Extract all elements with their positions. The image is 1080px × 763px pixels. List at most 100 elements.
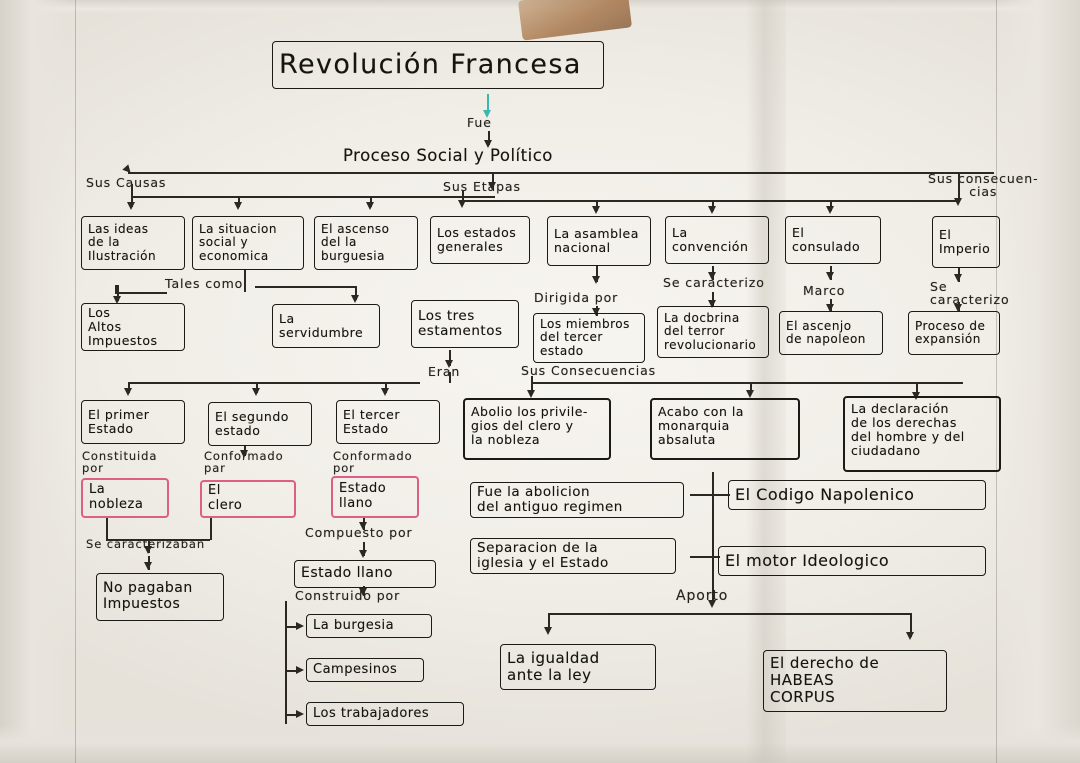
consequences-tick-3 [916,382,918,396]
estate-link-label-3: Conformado por [333,449,413,476]
notes-spine [712,472,714,604]
stages-arrow-1 [458,200,466,208]
consulate-link-label: Marco [803,283,846,298]
commoners-arrow-1 [296,622,304,630]
estates-tick-3 [385,382,387,393]
aporto-tick-left [548,613,550,631]
tales-line-right [255,286,355,288]
empire-link-arrow [954,274,962,282]
causes-arrow-2 [234,202,242,210]
commoner-member-box-3: Los trabajadores [302,698,468,730]
estate-box-1: El primer Estado [77,396,189,448]
consequences-arrow-1 [527,390,535,398]
tape-strip [517,0,633,41]
branch-label-causes: Sus Causas [86,175,167,190]
estadollano-down-arrow [359,522,367,530]
causes-tick-1 [131,196,133,207]
merge-down-arrow [144,546,152,554]
such-as-box-2: La servidumbre [268,300,384,352]
stages-tick-2 [596,200,598,211]
notes-branch-top [690,494,730,496]
consequences-tick-1 [531,382,533,394]
tales-como-label: Tales como [165,276,244,291]
estate-box-3: El tercer Estado [332,396,444,448]
consequences-arrow-2 [746,390,754,398]
aporto-arrow [708,600,716,608]
estates-down-arrow [445,360,453,368]
characterized-down-arrow [144,562,152,570]
estates-connector-label: Eran [428,364,461,379]
assembly-detail-box: Los miembros del tercer estado [529,309,649,367]
paper-edge-right [994,0,1080,763]
convention-link-line2 [712,292,714,306]
branch-label-stages: Sus Etapas [443,179,521,194]
convention-detail-box: La docbrina del terror revolucionario [653,302,773,362]
consequence-box-3: La declaración de los derechas del hombr… [840,393,1004,475]
causes-arrow-3 [366,202,374,210]
estates-arrow-3 [381,388,389,396]
convention-link-label: Se caracterizo [663,275,765,290]
causes-bus-stem [131,184,133,197]
bus-arrow-left [122,164,134,176]
estates-tick-2 [256,382,258,393]
causes-arrow-1 [127,202,135,210]
aporto-arrow-right [906,632,914,640]
convention-link-arrow [708,272,716,280]
stage-box-4: El consulado [781,212,885,268]
margin-line-left [75,0,76,763]
note-box-1: Fue la abolicion del antiguo regimen [466,478,688,522]
assembly-link-arrow [592,276,600,284]
tales-arrow-left [113,296,121,304]
stages-tick-3 [712,200,714,211]
estates-tick-1 [128,382,130,393]
stages-arrow-3 [708,206,716,214]
notes-branch-bottom [690,556,720,558]
built-by-arrow [359,588,367,596]
characterized-label: Se caracterizaban [86,537,206,551]
empire-link-arrow2 [954,304,962,312]
page-title: Revolución Francesa [279,48,582,80]
commoner-member-box-1: La burgesia [302,610,436,642]
commoners-branch-2 [285,670,299,672]
clero-down-line [210,518,212,540]
estate-member-box-1: La nobleza [78,475,172,521]
paper-edge-bottom [0,725,1080,763]
stage-box-3: La convención [661,212,773,268]
consequences-bus-line [531,382,963,384]
estates-arrow-1 [124,388,132,396]
consequences-tick-2 [750,382,752,394]
causes-tick-3 [370,196,372,207]
commoners-spine [285,601,287,724]
estates-bus-stem [449,372,451,383]
consequences-drop-line [958,172,960,198]
estate-member-box-2: El clero [200,480,296,518]
cause-box-3: El ascenso del la burguesia [310,212,422,274]
note-box-4: El motor Ideologico [714,542,990,580]
estates-arrow-2 [252,388,260,396]
tales-drop-left [117,285,119,301]
assembly-link-arrow2 [592,308,600,316]
title-connector-line [487,94,489,112]
title-connector-arrow [483,110,491,118]
nobleza-down-line [106,518,108,540]
nobleza-clero-merge-line [106,539,210,541]
definition-connector-line [488,131,490,145]
consulate-detail-box: El ascenjo de napoleon [775,307,887,359]
note-box-2: Separacion de la iglesia y el Estado [466,534,680,578]
estates-bus-line [128,382,420,384]
commoners-box: Estado llano [290,556,440,592]
stages-tick-1 [462,190,464,201]
empire-link-label: Se caracterizo [930,279,1010,308]
paper-edge-left [0,0,70,763]
consequences-drop-arrow [954,198,962,206]
commoner-member-box-2: Campesinos [302,654,428,686]
empire-box: El Imperio [928,212,1004,272]
aporto-bus-line [548,613,910,615]
assembly-link-label: Dirigida por [534,290,619,305]
aporto-arrow-left [544,627,552,635]
consulate-link-arrow [826,272,834,280]
stages-bus-line [462,200,960,202]
causes-bus-line [131,196,495,198]
composed-down-arrow [359,550,367,558]
no-taxes-box: No pagaban Impuestos [92,569,228,625]
